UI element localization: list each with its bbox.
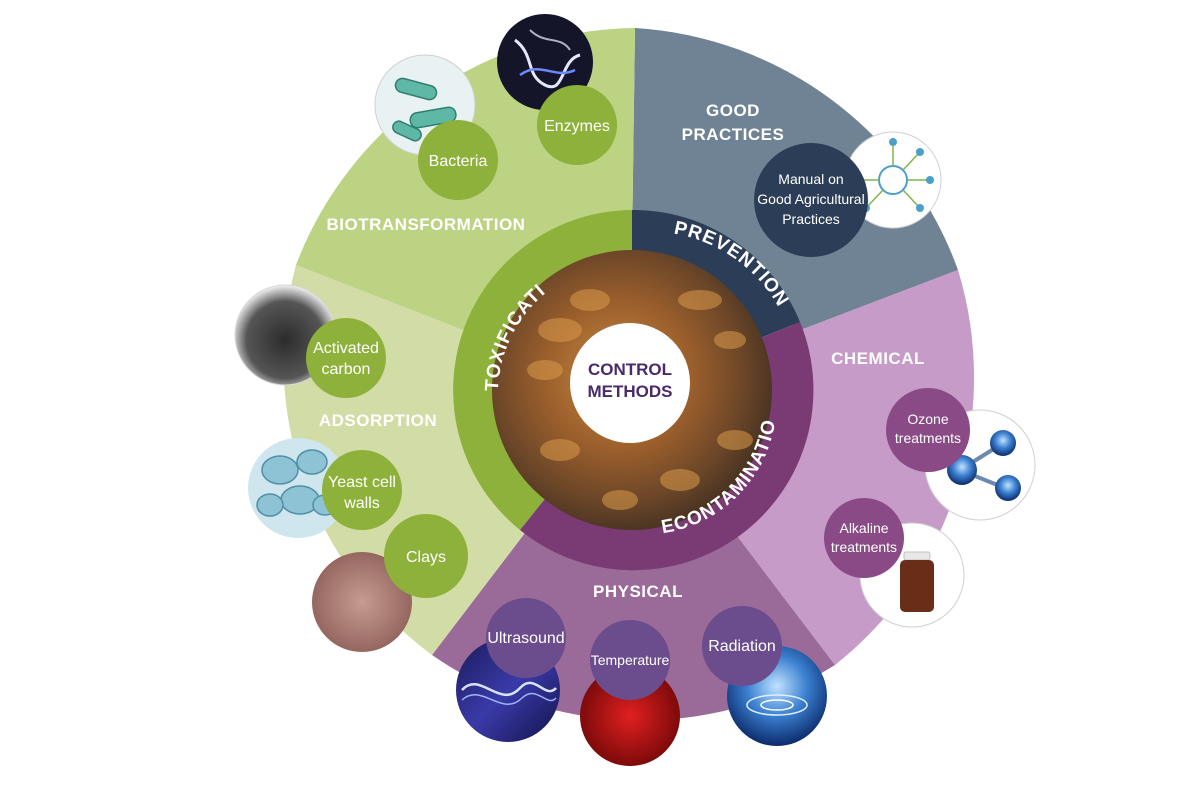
center-title-line1: CONTROL [588, 360, 672, 379]
ultrasound-bubble [486, 598, 566, 678]
radiation-label: Radiation [708, 638, 776, 655]
manual-photo [844, 131, 942, 229]
manual-label-2: Good Agricultural [757, 191, 864, 207]
enzymes-label: Enzymes [544, 118, 610, 135]
segment-label-biotransformation: BIOTRANSFORMATION [327, 215, 526, 234]
bacteria-label: Bacteria [429, 153, 488, 170]
ultrasound-label: Ultrasound [487, 630, 564, 647]
activated-carbon-bubble [306, 318, 386, 398]
center-title-line2: METHODS [588, 382, 673, 401]
segment-label-adsorption: ADSORPTION [319, 411, 437, 430]
radiation-bubble [702, 606, 782, 686]
segment-label-physical: PHYSICAL [593, 582, 683, 601]
manual-label-1: Manual on [778, 171, 843, 187]
yeast-photo [248, 438, 348, 538]
temperature-bubble [590, 620, 670, 700]
ozone-label-2: treatments [895, 430, 961, 446]
enzymes-bubble [537, 85, 617, 165]
yeast-label-2: walls [343, 495, 380, 512]
segment-label-good-practices-2: PRACTICES [682, 125, 785, 144]
yeast-label-1: Yeast cell [328, 474, 396, 491]
alkaline-bubble [824, 498, 904, 578]
bacteria-bubble [418, 120, 498, 200]
activated-carbon-label-2: carbon [322, 361, 371, 378]
corn-texture [527, 289, 753, 510]
ozone-bubble [886, 388, 970, 472]
segment-label-good-practices-1: GOOD [706, 101, 760, 120]
activated-carbon-label-1: Activated [313, 340, 379, 357]
manual-label-3: Practices [782, 211, 840, 227]
clays-label: Clays [406, 549, 446, 566]
yeast-bubble [322, 450, 402, 530]
alkaline-label-2: treatments [831, 539, 897, 555]
manual-bubble [754, 143, 868, 257]
center-circle [570, 323, 690, 443]
segment-label-chemical: CHEMICAL [831, 349, 925, 368]
alkaline-label-1: Alkaline [839, 520, 888, 536]
clays-bubble [384, 514, 468, 598]
ozone-label-1: Ozone [907, 411, 948, 427]
temperature-label: Temperature [591, 652, 670, 668]
clays-photo [312, 552, 412, 652]
